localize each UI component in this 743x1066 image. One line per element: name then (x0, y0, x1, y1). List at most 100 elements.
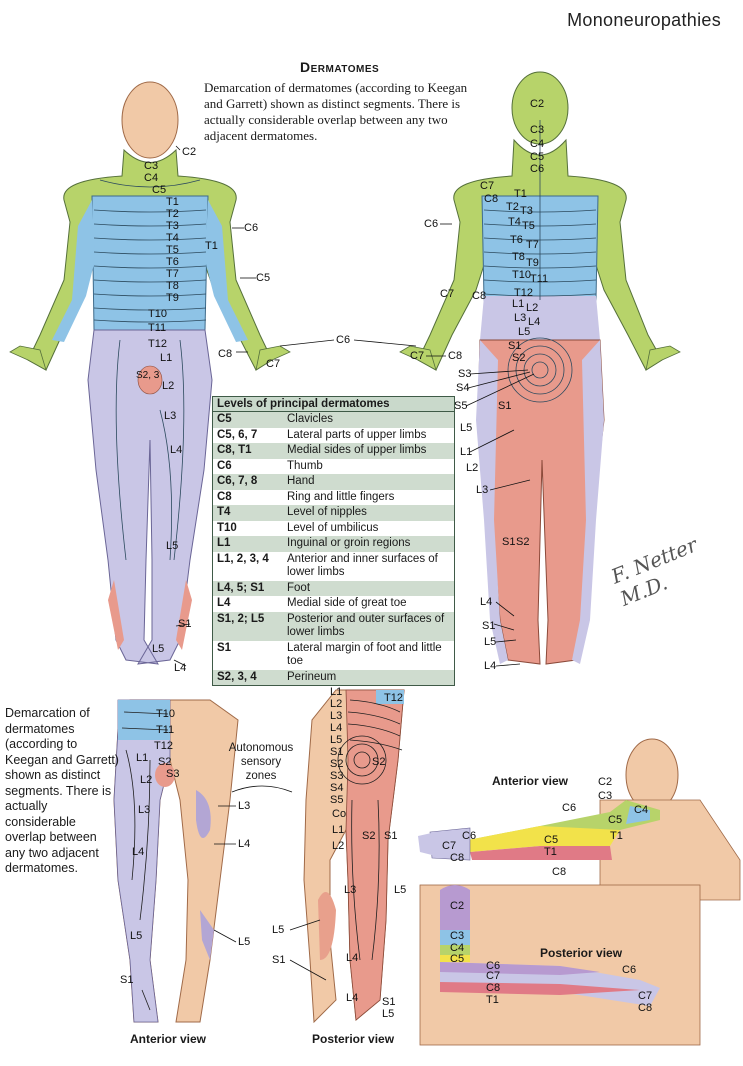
table-cell-area: Medial side of great toe (287, 597, 407, 609)
label-c8-armback: C8 (486, 982, 501, 994)
label-t5-back: T5 (522, 220, 535, 232)
label-t12-legback: T12 (384, 692, 403, 704)
table-row: C5, 6, 7 Lateral parts of upper limbs (213, 428, 454, 444)
label-l3-front: L3 (164, 410, 177, 422)
table-cell-area: Ring and little fingers (287, 490, 395, 503)
label-t3-back: T3 (520, 205, 533, 217)
label-t1-arm: T1 (610, 830, 623, 842)
label-l5-legback-b: L5 (394, 884, 407, 896)
leg-posterior-figure (303, 689, 405, 1024)
label-l2-legback: L2 (330, 698, 343, 710)
label-l4-legback: L4 (330, 722, 343, 734)
table-cell-level: C8 (217, 490, 232, 503)
label-l4-back-foot: L4 (484, 660, 497, 672)
label-c2-front: C2 (182, 146, 197, 158)
table-cell-level: C5 (217, 413, 232, 425)
label-c2-back: C2 (530, 98, 545, 110)
label-t2-front: T2 (166, 208, 179, 220)
label-s2-legback: S2 (330, 758, 344, 770)
label-l5b-front: L5 (152, 643, 165, 655)
front-body-figure (9, 81, 291, 665)
label-c3-front: C3 (144, 160, 159, 172)
table-cell-area: Lateral parts of upper limbs (287, 428, 427, 441)
label-t4-front: T4 (166, 232, 179, 244)
label-c7-back-arm: C7 (440, 288, 455, 300)
label-t4-back: T4 (508, 216, 521, 228)
label-l4-back-ankle: L4 (480, 596, 493, 608)
label-s1-legback-zone: S1 (272, 954, 286, 966)
table-cell-area: Posterior and outer surfaces of lower li… (287, 612, 445, 639)
caption-anterior-arm: Anterior view (492, 774, 569, 788)
label-c7-hand: C7 (442, 840, 457, 852)
table-cell-area: Lateral margin of foot and little toe (287, 641, 442, 668)
label-t11-leg: T11 (156, 724, 175, 736)
label-c8-armback-hand: C8 (638, 1002, 653, 1014)
label-t2-back: T2 (506, 201, 519, 213)
label-c8-hand: C8 (450, 852, 465, 864)
label-s1-front: S1 (178, 618, 192, 630)
label-l5-legback-zone: L5 (272, 924, 285, 936)
label-t9-front: T9 (166, 292, 179, 304)
label-c8-back-hand: C8 (448, 350, 463, 362)
label-s2-leg: S2 (158, 756, 172, 768)
label-c6-armback: C6 (486, 960, 501, 972)
label-l3-leg: L3 (138, 804, 151, 816)
table-cell-level: L4 (217, 597, 231, 609)
label-s2-legback-b: S2 (372, 756, 386, 768)
label-t1-front: T1 (166, 196, 179, 208)
table-cell-area: Thumb (287, 459, 323, 472)
label-c8-forearm: C8 (552, 866, 567, 878)
label-c7-back-hand: C7 (410, 350, 425, 362)
table-cell-level: S1 (217, 641, 232, 654)
label-l3-back-thigh: L3 (476, 484, 489, 496)
label-l3-legback-b: L3 (344, 884, 357, 896)
label-l4-legback-foot: L4 (346, 992, 359, 1004)
label-c5-armback: C5 (450, 953, 465, 965)
caption-anterior-leg: Anterior view (130, 1032, 207, 1046)
label-t1-armback: T1 (486, 994, 499, 1006)
label-t9-back: T9 (526, 257, 539, 269)
label-t5-front: T5 (166, 244, 179, 256)
label-s1-legback: S1 (330, 746, 344, 758)
label-l1-back: L1 (512, 298, 525, 310)
table-cell-area: Medial sides of upper limbs (287, 444, 427, 456)
description-secondary: Demarcation of dermatomes (according to … (5, 706, 119, 875)
label-t6-back: T6 (510, 234, 523, 246)
label-l5-back: L5 (518, 326, 531, 338)
label-l2-back: L2 (526, 302, 539, 314)
label-c5-front: C5 (152, 184, 167, 196)
table-row: S1 Lateral margin of foot and little toe (213, 641, 454, 670)
table-cell-level: C5, 6, 7 (217, 428, 258, 441)
label-l4-back: L4 (528, 316, 541, 328)
label-c7-armback: C7 (486, 970, 501, 982)
label-t6-front: T6 (166, 256, 179, 268)
label-l5-leg: L5 (130, 930, 143, 942)
label-c8-back: C8 (484, 193, 499, 205)
label-s3-legback: S3 (330, 770, 344, 782)
label-t12-front: T12 (148, 338, 167, 350)
autonomous-zones-label: Autonomous sensory zones (228, 742, 294, 782)
label-t7-back: T7 (526, 239, 539, 251)
label-c7-armback-hand: C7 (638, 990, 653, 1002)
arm-anterior-figure (418, 738, 741, 901)
label-c4-arm: C4 (634, 804, 649, 816)
label-s1-leg: S1 (120, 974, 134, 986)
label-c6-back: C6 (530, 163, 545, 175)
label-l2-front: L2 (162, 380, 175, 392)
label-c6-arm: C6 (562, 802, 577, 814)
description: Demarcation of dermatomes (according to … (204, 80, 468, 143)
label-t10-back: T10 (512, 269, 531, 281)
label-l3-legback: L3 (330, 710, 343, 722)
table-cell-area: Level of nipples (287, 506, 367, 518)
caption-posterior-arm: Posterior view (540, 946, 623, 960)
label-c4-back: C4 (530, 138, 545, 150)
